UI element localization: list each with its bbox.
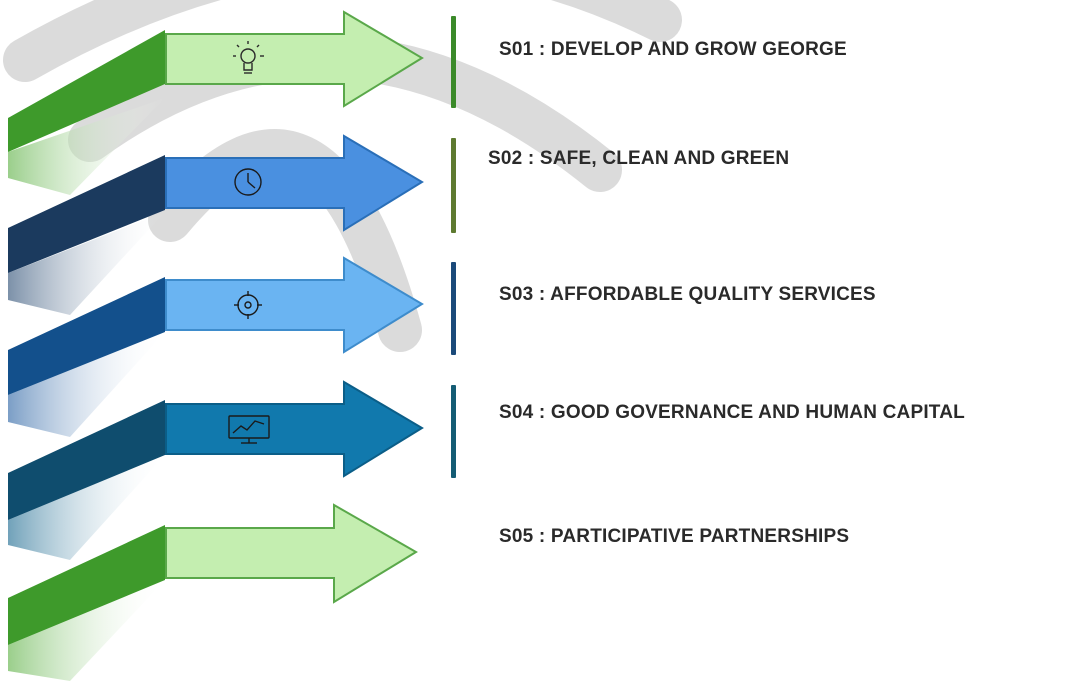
ribbon-fade	[8, 332, 165, 437]
divider-s02	[451, 138, 456, 233]
divider-s03	[451, 262, 456, 355]
strategy-label-s03: S03 : AFFORDABLE QUALITY SERVICES	[499, 284, 876, 305]
watermark-arc-outer	[3, 0, 682, 82]
divider-s04	[451, 385, 456, 478]
ribbon-fade	[8, 455, 165, 560]
strategy-row-s04	[8, 380, 424, 560]
strategy-row-s01	[8, 10, 424, 195]
strategy-label-s02: S02 : SAFE, CLEAN AND GREEN	[488, 148, 790, 169]
arrow-shape	[165, 134, 424, 232]
ribbon-band	[8, 155, 165, 273]
strategy-row-s03	[8, 256, 424, 437]
strategy-label-s05: S05 : PARTICIPATIVE PARTNERSHIPS	[499, 526, 850, 547]
strategy-row-s05	[8, 503, 418, 681]
ribbon-band	[8, 277, 165, 395]
ribbon-band	[8, 400, 165, 520]
ribbon-band	[8, 30, 165, 152]
strategy-label-s01: S01 : DEVELOP AND GROW GEORGE	[499, 39, 847, 60]
divider-s01	[451, 16, 456, 108]
strategy-label-s04: S04 : GOOD GOVERNANCE AND HUMAN CAPITAL	[499, 402, 965, 423]
strategy-row-s02	[8, 134, 424, 315]
monitor-chart-icon	[228, 415, 270, 444]
clock-icon	[234, 168, 262, 196]
ribbon-band	[8, 525, 165, 645]
ribbon-fade	[8, 212, 165, 315]
arrow-shape	[165, 380, 424, 478]
ribbon-fade	[8, 98, 165, 195]
arrow-shape	[165, 10, 424, 108]
ribbon-fade	[8, 580, 165, 681]
target-icon	[234, 291, 262, 319]
lightbulb-icon	[233, 41, 264, 74]
arrow-shape	[165, 503, 418, 604]
arrow-shape	[165, 256, 424, 354]
